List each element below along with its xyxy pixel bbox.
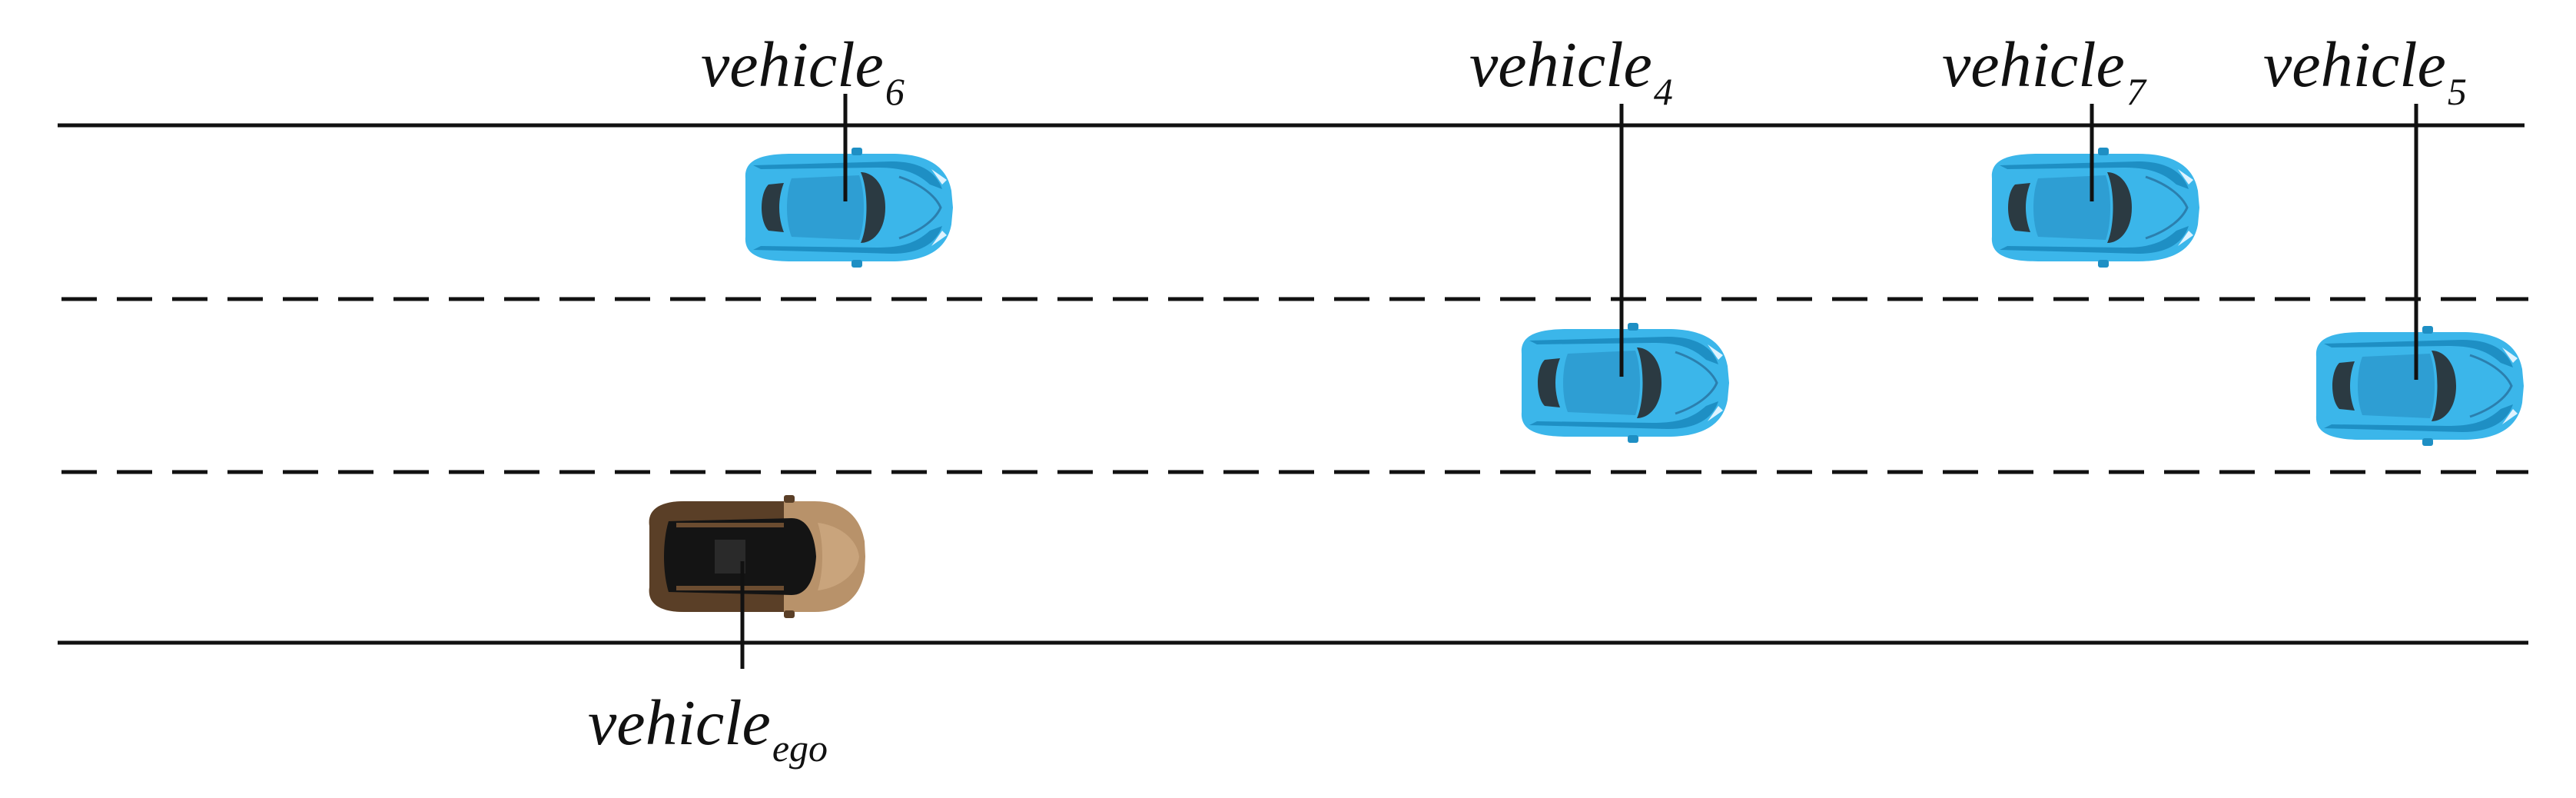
vehicle-5-label: vehicle5: [2263, 29, 2467, 113]
vehicle-5-car: [2315, 324, 2525, 447]
vehicle-ego-car: [649, 495, 865, 618]
vehicle-6-label: vehicle6: [701, 29, 905, 113]
vehicle-4-label: vehicle4: [1469, 29, 1673, 113]
vehicle-6-car: [744, 146, 954, 269]
vehicle-ego-label: vehicleego: [588, 687, 828, 770]
vehicle-7-label: vehicle7: [1942, 29, 2147, 113]
vehicle-7-car: [1990, 146, 2201, 269]
vehicle-4-car: [1520, 321, 1731, 444]
